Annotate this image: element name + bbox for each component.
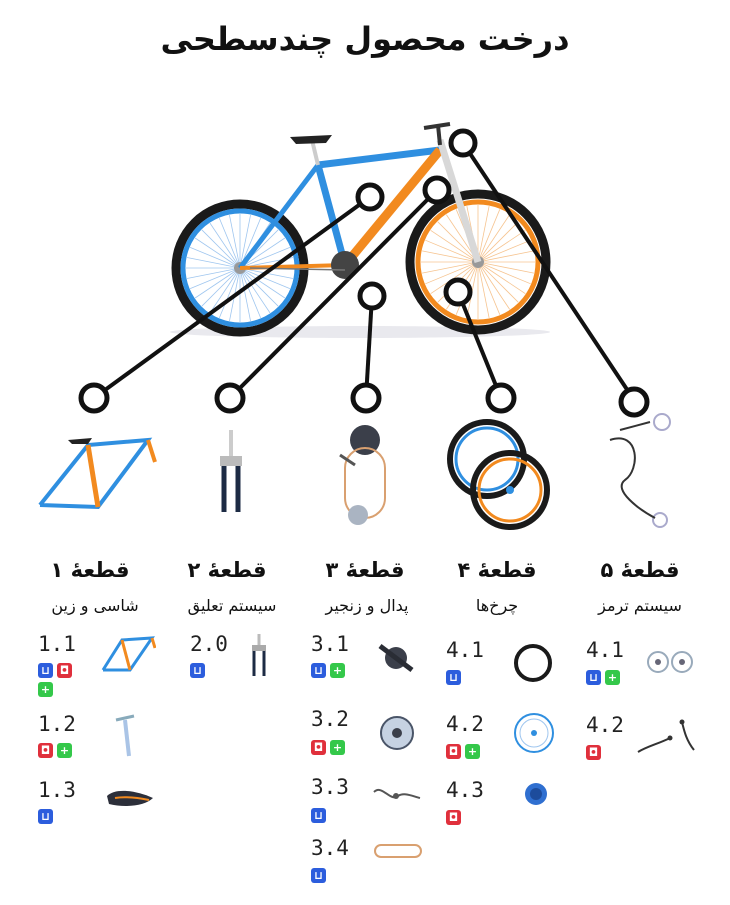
rim-icon: [512, 711, 556, 755]
derailleur-cable-icon: [372, 782, 422, 808]
part-badges: ⊔: [311, 808, 355, 823]
plus-badge-icon: +: [38, 682, 53, 697]
group-subtitle-5: سیستم ترمز: [570, 596, 710, 615]
frame-group-icon: [40, 438, 155, 507]
plus-badge-icon: +: [465, 744, 480, 759]
crankset-icon: [376, 640, 416, 676]
part-code: 4.1: [446, 638, 484, 662]
fork-icon: [250, 634, 268, 678]
part-badges: ◘+: [38, 743, 82, 758]
plus-badge-icon: +: [330, 740, 345, 755]
fork-group-icon: [220, 430, 242, 512]
part-code: 1.2: [38, 712, 76, 736]
cart-badge-icon: ⊔: [311, 868, 326, 883]
group-subtitle-3: پدال و زنجیر: [297, 596, 437, 615]
part-badges: ⊔: [190, 663, 234, 678]
group-title-3: قطعهٔ ۳: [300, 558, 430, 582]
plus-badge-icon: +: [330, 663, 345, 678]
cart-badge-icon: ⊔: [311, 663, 326, 678]
part-code: 4.3: [446, 778, 484, 802]
cart-badge-icon: ⊔: [190, 663, 205, 678]
part-badges: ◘+: [446, 744, 490, 759]
seatpost-icon: [110, 712, 140, 760]
part-badges: ⊔ ◘ +: [38, 663, 82, 697]
part-badges: ◘: [586, 745, 630, 760]
part-badges: ⊔+: [311, 663, 355, 678]
saddle-icon: [105, 786, 155, 812]
part-code: 1.3: [38, 778, 76, 802]
frame-icon: [100, 634, 156, 674]
brakes-group-icon: [610, 414, 670, 527]
box-badge-icon: ◘: [57, 663, 72, 678]
part-code: 3.1: [311, 632, 349, 656]
chainring-icon: [378, 714, 416, 752]
chain-icon: [372, 842, 424, 860]
cart-badge-icon: ⊔: [38, 809, 53, 824]
part-code: 3.4: [311, 836, 349, 860]
box-badge-icon: ◘: [586, 745, 601, 760]
hub-icon: [522, 780, 550, 808]
cart-badge-icon: ⊔: [586, 670, 601, 685]
part-code: 4.1: [586, 638, 624, 662]
part-code: 4.2: [446, 712, 484, 736]
box-badge-icon: ◘: [38, 743, 53, 758]
part-badges: ◘+: [311, 740, 355, 755]
part-badges: ◘: [446, 810, 490, 825]
group-subtitle-1: شاسی و زین: [25, 596, 165, 615]
box-badge-icon: ◘: [446, 810, 461, 825]
wheels-group-icon: [450, 422, 547, 527]
callout-markers: [81, 131, 647, 415]
part-badges: ⊔: [446, 670, 490, 685]
brake-cable-icon: [636, 716, 702, 760]
group-subtitle-4: چرخ‌ها: [427, 596, 567, 615]
bicycle-illustration: [170, 124, 550, 338]
box-badge-icon: ◘: [446, 744, 461, 759]
part-badges: ⊔+: [586, 670, 630, 685]
group-title-4: قطعهٔ ۴: [432, 558, 562, 582]
part-badges: ⊔: [38, 809, 82, 824]
part-code: 3.2: [311, 707, 349, 731]
plus-badge-icon: +: [57, 743, 72, 758]
part-badges: ⊔: [311, 868, 355, 883]
plus-badge-icon: +: [605, 670, 620, 685]
tire-icon: [512, 642, 554, 684]
group-title-5: قطعهٔ ۵: [575, 558, 705, 582]
group-title-1: قطعهٔ ۱: [25, 558, 155, 582]
cart-badge-icon: ⊔: [38, 663, 53, 678]
part-code: 1.1: [38, 632, 76, 656]
brake-disc-icon: [645, 648, 695, 676]
part-code: 4.2: [586, 713, 624, 737]
drivetrain-group-icon: [340, 425, 385, 525]
cart-badge-icon: ⊔: [311, 808, 326, 823]
part-code: 3.3: [311, 775, 349, 799]
box-badge-icon: ◘: [311, 740, 326, 755]
group-subtitle-2: سیستم تعلیق: [162, 596, 302, 615]
group-title-2: قطعهٔ ۲: [162, 558, 292, 582]
cart-badge-icon: ⊔: [446, 670, 461, 685]
part-code: 2.0: [190, 632, 228, 656]
